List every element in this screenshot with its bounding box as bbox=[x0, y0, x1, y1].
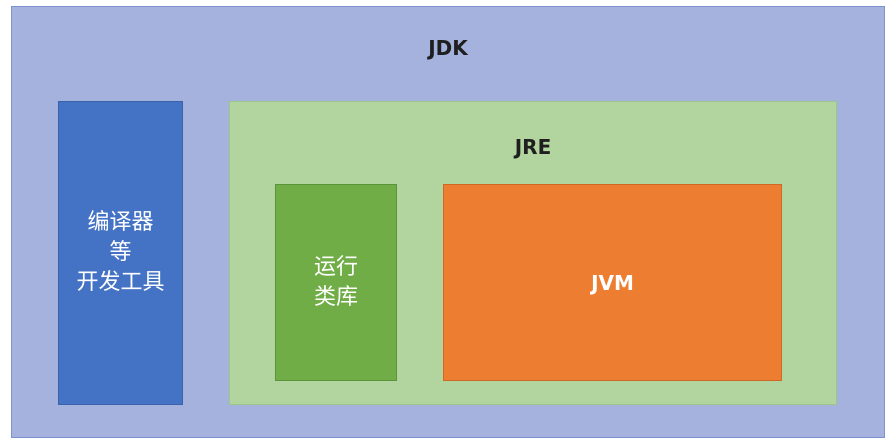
dev-tools-line: 等 bbox=[109, 240, 132, 265]
jre-label: JRE bbox=[514, 135, 552, 159]
jvm-box: JVM bbox=[443, 184, 782, 381]
runtime-library-text: 运行 类库 bbox=[276, 185, 396, 380]
runtime-library-line: 运行 bbox=[313, 254, 358, 280]
dev-tools-text: 编译器 等 开发工具 bbox=[59, 102, 182, 404]
runtime-library-line: 类库 bbox=[313, 284, 358, 310]
dev-tools-line: 编译器 bbox=[87, 210, 154, 235]
runtime-library-box: 运行 类库 bbox=[275, 184, 397, 381]
jdk-label: JDK bbox=[428, 36, 468, 60]
dev-tools-line: 开发工具 bbox=[76, 270, 165, 295]
dev-tools-box: 编译器 等 开发工具 bbox=[58, 101, 183, 405]
jvm-label: JVM bbox=[591, 270, 634, 295]
